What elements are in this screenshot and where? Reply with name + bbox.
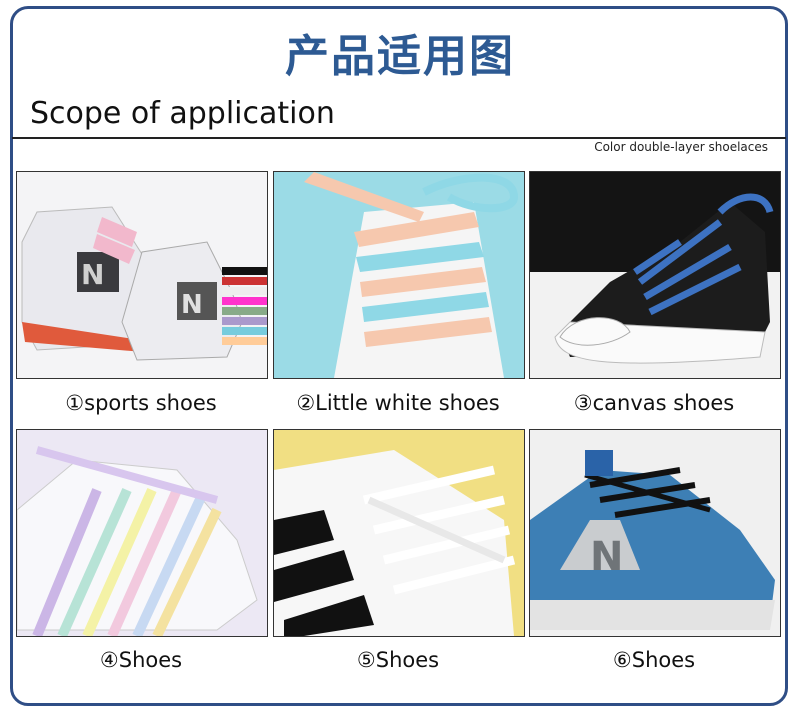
- title-divider: [12, 137, 786, 139]
- photo-canvas-shoes: [529, 171, 781, 379]
- page-title-chinese: 产品适用图: [285, 31, 515, 82]
- svg-text:N: N: [590, 534, 623, 580]
- photo-shoes-6: N: [529, 429, 781, 637]
- caption-6: ⑥Shoes: [612, 648, 696, 672]
- caption-4: ④Shoes: [99, 648, 183, 672]
- svg-text:N: N: [81, 258, 104, 291]
- caption-1: ①sports shoes: [65, 391, 217, 415]
- caption-3: ③canvas shoes: [573, 391, 735, 415]
- page-title-english: Scope of application: [30, 96, 335, 131]
- photo-little-white-shoes: [273, 171, 525, 379]
- caption-2: ②Little white shoes: [296, 391, 500, 415]
- svg-text:N: N: [181, 290, 203, 320]
- product-subnote: Color double-layer shoelaces: [594, 140, 768, 154]
- photo-sports-shoes: N N: [16, 171, 268, 379]
- photo-shoes-4: [16, 429, 268, 637]
- photo-shoes-5: [273, 429, 525, 637]
- caption-5: ⑤Shoes: [356, 648, 440, 672]
